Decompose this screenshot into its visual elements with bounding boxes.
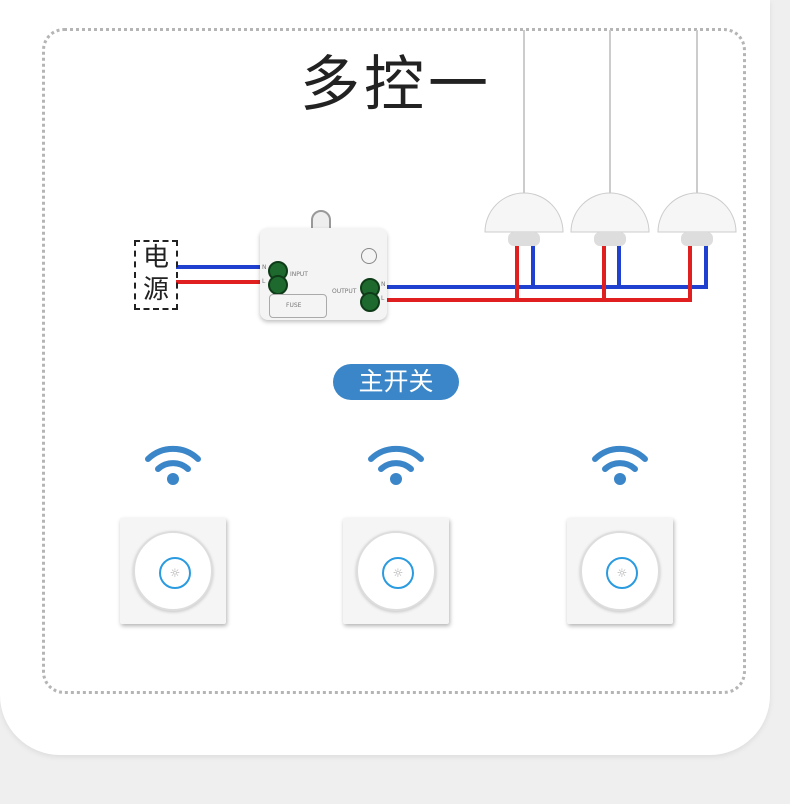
main-switch-badge: 主开关	[333, 364, 459, 400]
light-icon: ☼	[606, 557, 638, 589]
module-hook	[311, 210, 331, 230]
switch-knob: ☼	[580, 531, 660, 611]
lamp-cords	[523, 30, 698, 195]
fuse-holder: FUSE	[269, 294, 327, 318]
input-n-label: N	[262, 264, 267, 271]
power-char-2: 源	[142, 275, 169, 305]
light-icon: ☼	[159, 557, 191, 589]
lamps	[484, 192, 737, 246]
wiring-diagram	[176, 30, 737, 302]
input-l-label: L	[262, 278, 266, 285]
output-label: OUTPUT	[332, 288, 357, 295]
wireless-switch-1: ☼	[120, 518, 226, 624]
power-char-1: 电	[142, 243, 169, 273]
wifi-icon	[368, 445, 424, 485]
wifi-icon	[145, 445, 201, 485]
input-terminal-l	[268, 275, 288, 295]
output-wires	[386, 245, 708, 302]
power-source-label: 电 源	[134, 240, 178, 310]
lamp-2	[570, 192, 650, 246]
receiver-module: N L INPUT OUTPUT N L FUSE	[260, 228, 387, 320]
output-l-label: L	[381, 295, 385, 302]
switch-knob: ☼	[133, 531, 213, 611]
dotted-frame	[42, 28, 746, 694]
wifi-icon	[592, 445, 648, 485]
input-label: INPUT	[290, 271, 308, 278]
fuse-label: FUSE	[286, 302, 302, 309]
lamp-3	[657, 192, 737, 246]
switch-knob: ☼	[356, 531, 436, 611]
pairing-button	[361, 248, 377, 264]
page-title: 多控一	[300, 50, 492, 120]
output-terminal-l	[360, 292, 380, 312]
light-icon: ☼	[382, 557, 414, 589]
input-wires	[176, 265, 262, 284]
wireless-switch-3: ☼	[567, 518, 673, 624]
wireless-switch-2: ☼	[343, 518, 449, 624]
output-n-label: N	[381, 281, 386, 288]
lamp-1	[484, 192, 564, 246]
